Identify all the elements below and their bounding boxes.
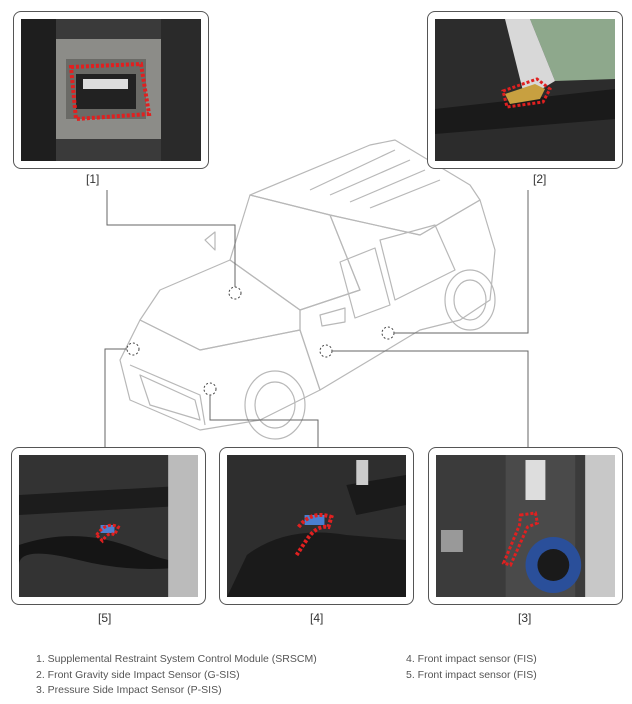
- legend-item-3: 3. Pressure Side Impact Sensor (P-SIS): [36, 684, 222, 696]
- fis-4-photo-illustration: [227, 455, 406, 597]
- srscm-photo-illustration: [21, 19, 201, 161]
- g-sis-photo-illustration: [435, 19, 615, 161]
- photo-fis-4: [219, 447, 414, 605]
- legend-item-4: 4. Front impact sensor (FIS): [406, 653, 537, 665]
- callout-4: [4]: [310, 611, 324, 625]
- fis-5-photo-illustration: [19, 455, 198, 597]
- callout-1: [1]: [86, 172, 100, 186]
- p-sis-photo-illustration: [436, 455, 615, 597]
- callout-5: [5]: [98, 611, 112, 625]
- photo-p-sis: [428, 447, 623, 605]
- legend-item-1: 1. Supplemental Restraint System Control…: [36, 653, 317, 665]
- leader-lines: [104, 190, 529, 447]
- car-illustration: [119, 139, 496, 440]
- callout-2: [2]: [533, 172, 547, 186]
- callout-3: [3]: [518, 611, 532, 625]
- legend-item-5: 5. Front impact sensor (FIS): [406, 669, 537, 681]
- photo-srscm: [13, 11, 209, 169]
- photo-fis-5: [11, 447, 206, 605]
- legend-item-2: 2. Front Gravity side Impact Sensor (G-S…: [36, 669, 240, 681]
- photo-g-sis: [427, 11, 623, 169]
- sensor-markers: [126, 286, 395, 396]
